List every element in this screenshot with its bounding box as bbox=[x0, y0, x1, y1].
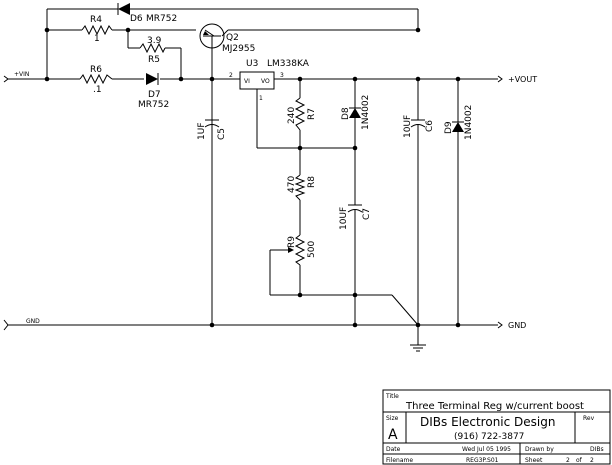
q2-value: MJ2955 bbox=[222, 44, 255, 54]
vout-port-arrow bbox=[497, 75, 503, 83]
net-label-vout: +VOUT bbox=[508, 75, 537, 84]
resistor-r7: 240 R7 bbox=[287, 97, 317, 131]
c7-value: 10UF bbox=[339, 207, 349, 230]
c5-ref: C5 bbox=[217, 128, 227, 140]
title-block: Title Three Terminal Reg w/current boost… bbox=[382, 389, 611, 465]
u3-label-in: VI bbox=[244, 78, 250, 85]
sheet-number: 2 bbox=[566, 457, 570, 464]
r6-value: .1 bbox=[93, 85, 102, 95]
r7-value: 240 bbox=[287, 107, 297, 124]
filename-value: REG3P.S01 bbox=[466, 457, 499, 464]
date-value: Wed Jul 05 1995 bbox=[462, 446, 511, 453]
r4-ref: R4 bbox=[90, 15, 102, 25]
capacitor-c6: 10UF C6 bbox=[403, 115, 435, 138]
r8-ref: R8 bbox=[307, 176, 317, 188]
drawn-label: Drawn by bbox=[525, 446, 554, 453]
ground-icon bbox=[410, 344, 426, 352]
c5-value: 1UF bbox=[197, 123, 207, 141]
u3-value: LM338KA bbox=[267, 59, 310, 69]
resistor-r6: R6 .1 bbox=[79, 65, 113, 95]
r5-value: 3.9 bbox=[147, 36, 162, 46]
capacitor-c7: 10UF C7 bbox=[339, 204, 372, 230]
title-text: Three Terminal Reg w/current boost bbox=[405, 401, 584, 412]
r4-value: 1 bbox=[94, 34, 100, 44]
date-label: Date bbox=[386, 446, 401, 453]
r9-ref: R9 bbox=[287, 236, 297, 248]
capacitor-c5: 1UF C5 bbox=[197, 119, 227, 141]
d8-ref: D8 bbox=[341, 107, 351, 120]
title-label: Title bbox=[385, 393, 399, 400]
c6-ref: C6 bbox=[425, 120, 435, 132]
d6-value: MR752 bbox=[146, 14, 177, 24]
d9-value: 1N4002 bbox=[464, 105, 474, 140]
sheet-of-label: of bbox=[576, 457, 583, 464]
d7-value: MR752 bbox=[138, 100, 169, 110]
size-value: A bbox=[388, 427, 398, 443]
diode-d7: D7 MR752 bbox=[138, 73, 169, 110]
rev-label: Rev bbox=[583, 415, 595, 422]
sheet-label: Sheet bbox=[525, 457, 543, 464]
drawn-value: DIBs bbox=[590, 446, 604, 453]
net-label-gnd-right: GND bbox=[508, 321, 526, 330]
resistor-r4: R4 1 bbox=[81, 15, 113, 44]
transistor-q2: Q2 MJ2955 bbox=[199, 23, 255, 54]
resistor-r5: 3.9 R5 bbox=[139, 36, 166, 65]
u3-pin-out: 3 bbox=[280, 72, 284, 79]
diode-d9: D9 1N4002 bbox=[444, 105, 474, 140]
company-name: DIBs Electronic Design bbox=[420, 415, 555, 429]
r6-ref: R6 bbox=[90, 65, 102, 75]
u3-ref: U3 bbox=[246, 59, 258, 69]
gnd-port-arrow-right bbox=[497, 321, 503, 329]
potentiometer-r9: R9 500 bbox=[287, 234, 317, 266]
diode-d8: D8 1N4002 bbox=[341, 95, 371, 130]
sheet-total: 2 bbox=[590, 457, 594, 464]
vin-port-arrow bbox=[3, 75, 9, 83]
filename-label: Filename bbox=[386, 457, 413, 464]
company-phone: (916) 722-3877 bbox=[454, 432, 524, 442]
d8-value: 1N4002 bbox=[361, 95, 371, 130]
u3-pin-adj: 1 bbox=[259, 95, 263, 102]
net-label-gnd-left: GND bbox=[26, 318, 40, 325]
r5-ref: R5 bbox=[148, 55, 160, 65]
r9-value: 500 bbox=[307, 241, 317, 258]
d9-ref: D9 bbox=[444, 121, 454, 134]
u3-label-out: VO bbox=[261, 78, 270, 85]
net-label-vin: +VIN bbox=[14, 71, 29, 78]
r7-ref: R7 bbox=[307, 108, 317, 120]
u3-pin-in: 2 bbox=[229, 72, 233, 79]
diode-d6: D6 MR752 bbox=[117, 3, 177, 24]
gnd-port-arrow-left bbox=[3, 319, 9, 331]
d6-ref: D6 bbox=[130, 14, 143, 24]
resistor-r8: 470 R8 bbox=[287, 174, 317, 201]
c7-ref: C7 bbox=[362, 208, 372, 220]
junction-dots bbox=[44, 27, 461, 328]
c6-value: 10UF bbox=[403, 115, 413, 138]
q2-ref: Q2 bbox=[226, 33, 239, 43]
d7-ref: D7 bbox=[148, 90, 161, 100]
r8-value: 470 bbox=[287, 176, 297, 193]
regulator-u3: VI VO 2 3 1 U3 LM338KA bbox=[229, 59, 310, 102]
size-label: Size bbox=[386, 415, 399, 422]
